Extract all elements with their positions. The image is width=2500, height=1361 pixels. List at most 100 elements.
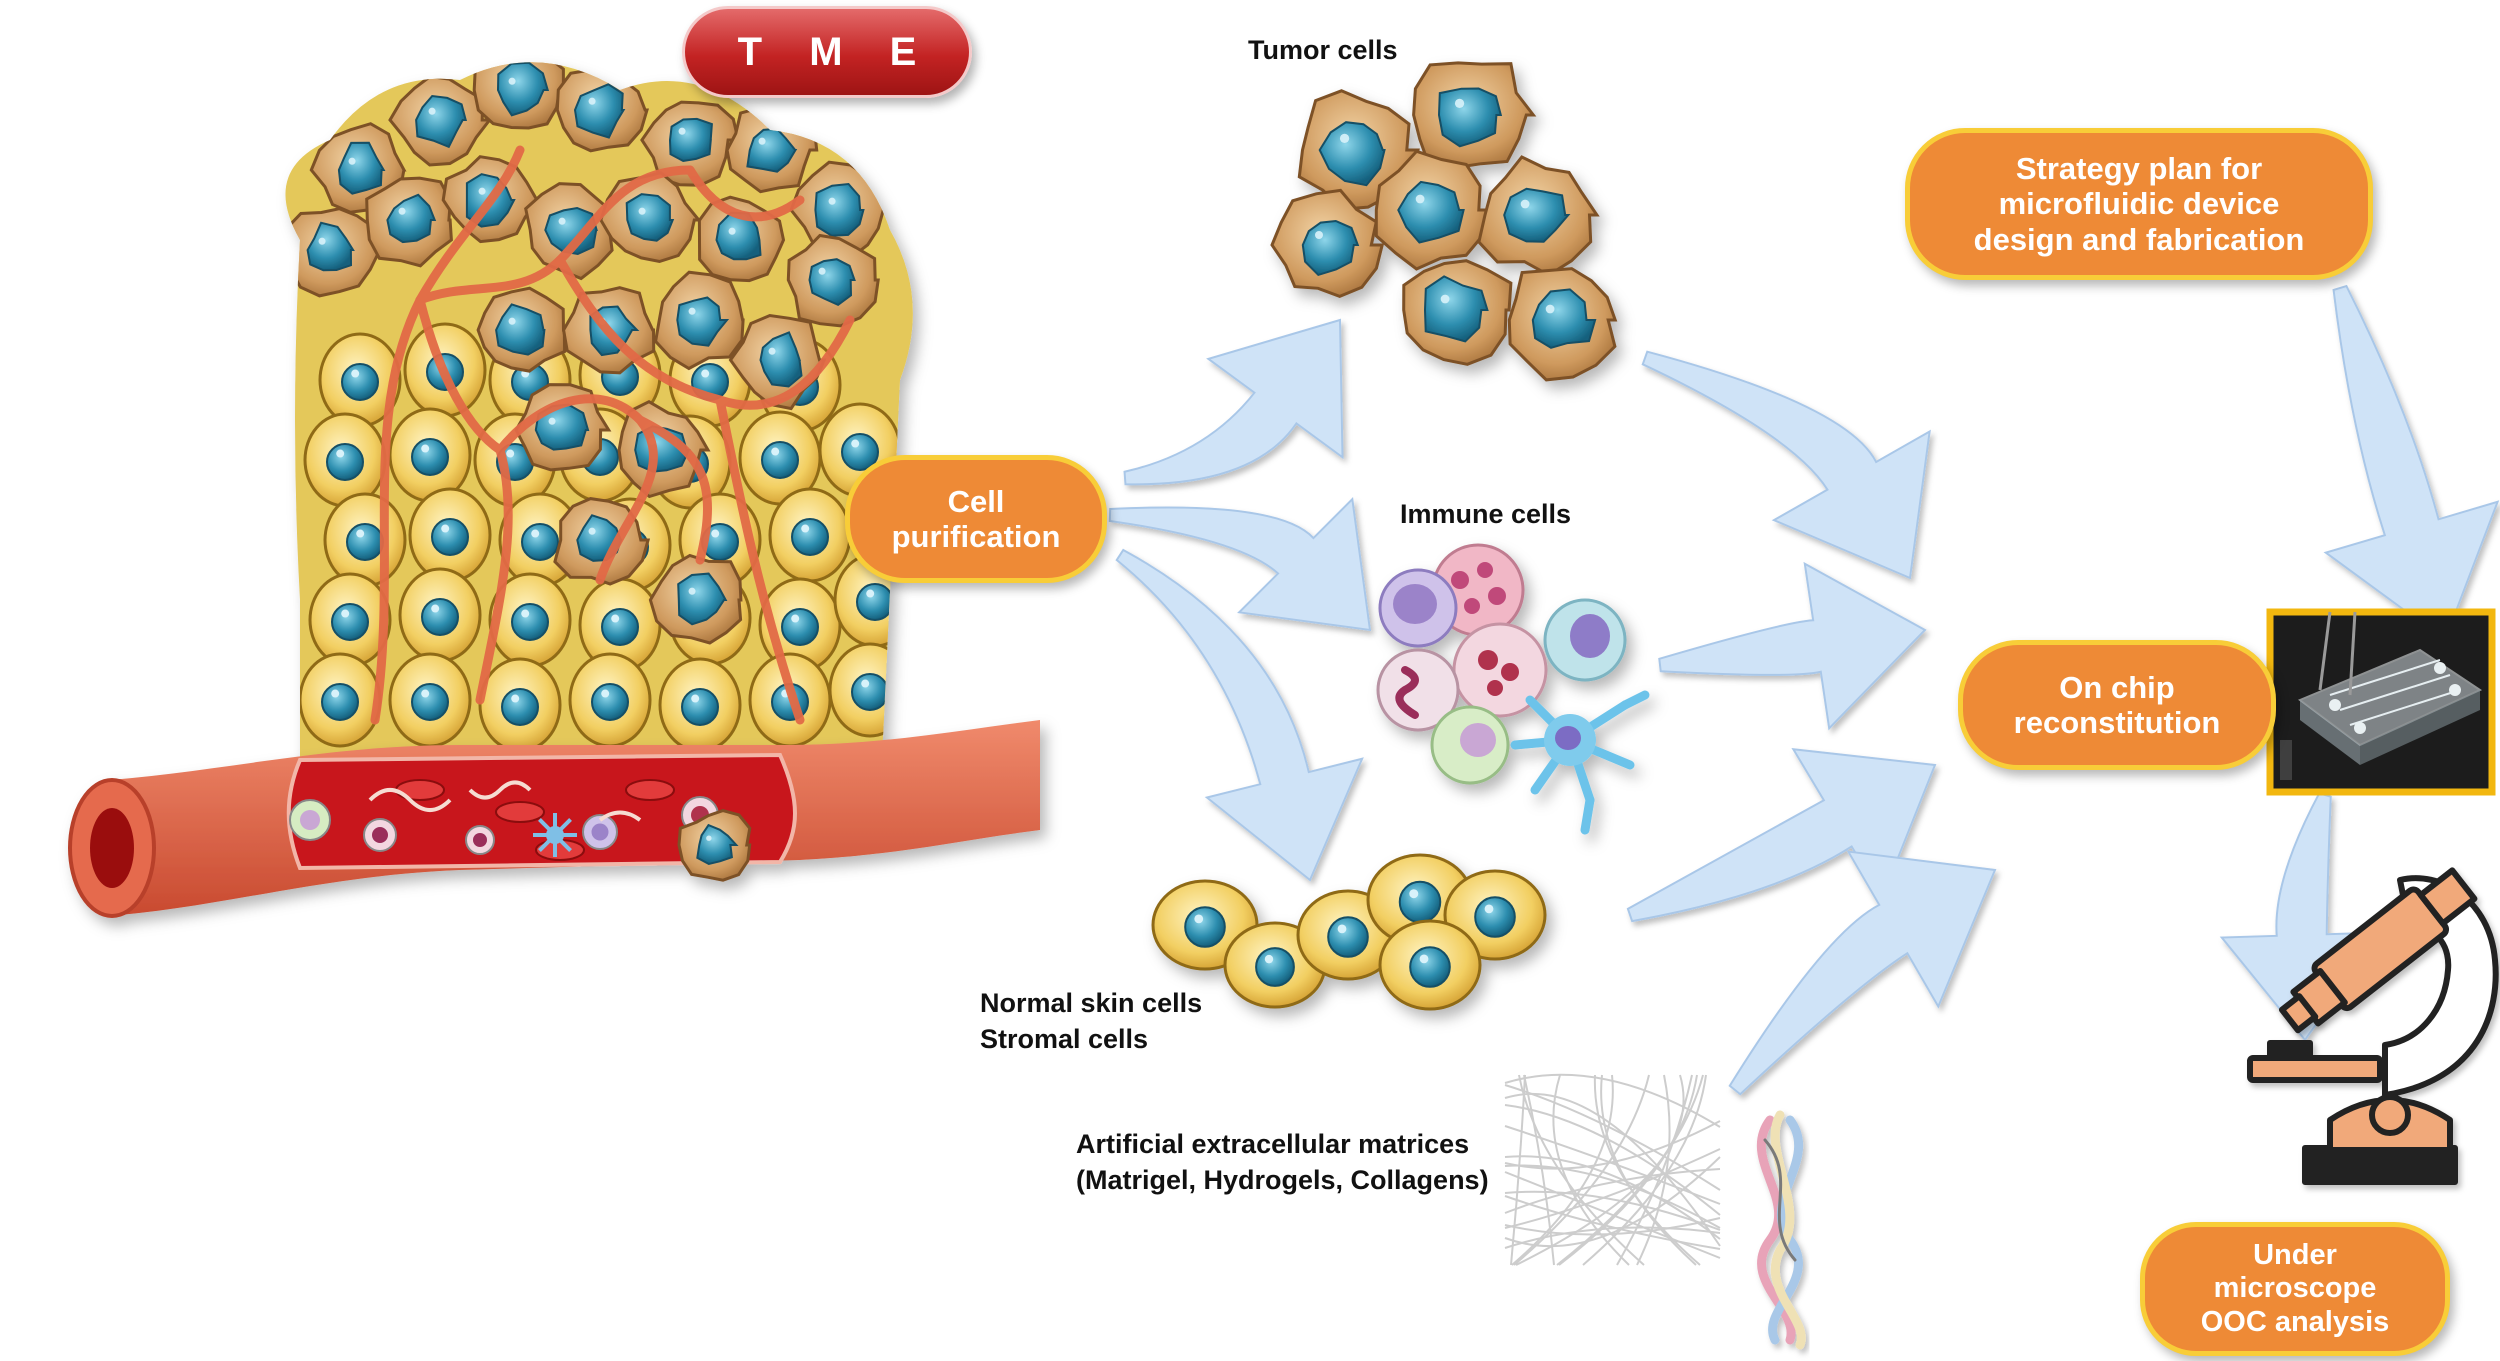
normal-cell	[768, 487, 852, 583]
mesh-fiber	[1504, 1168, 1721, 1214]
mesh-fiber	[1511, 1074, 1614, 1266]
microscope-icon	[2247, 867, 2499, 1185]
ecm-line: Artificial extracellular matrices	[1076, 1129, 1470, 1159]
vessel-immune-cell	[582, 814, 618, 850]
ecm-label: Artificial extracellular matrices (Matri…	[1076, 1126, 1489, 1199]
cell-purification-box: Cell purification	[845, 455, 1107, 583]
strategy-plan-line: microfluidic device	[1998, 186, 2280, 222]
mesh-fiber	[1504, 1190, 1721, 1231]
immune-cells-label: Immune cells	[1400, 499, 1572, 529]
normal-cell	[738, 410, 822, 506]
blood-vessel-icon	[68, 720, 1040, 918]
tumor-cell	[1270, 188, 1385, 299]
normal-cells-line: Normal skin cells	[980, 988, 1203, 1018]
flow-arrow	[1108, 497, 1372, 632]
tumor-cell	[1507, 267, 1618, 382]
vessel-immune-cell	[289, 799, 331, 841]
normal-cells-label: Normal skin cells Stromal cells	[980, 985, 1202, 1058]
tumor-cell	[653, 270, 745, 371]
on-chip-line: reconstitution	[2013, 705, 2221, 740]
flow-arrow	[1115, 548, 1364, 882]
flow-arrow	[1123, 318, 1344, 486]
mesh-fiber	[1518, 1074, 1645, 1266]
mesh-fiber	[1510, 1074, 1526, 1266]
tumor-cell	[555, 62, 650, 153]
vessel-immune-cell	[363, 818, 397, 852]
normal-cell	[388, 407, 472, 503]
normal-cells-line: Stromal cells	[980, 1024, 1149, 1055]
on-chip-box: On chip reconstitution	[1958, 640, 2276, 770]
immune-cells-icon	[1376, 543, 1650, 835]
normal-cell	[568, 652, 652, 748]
normal-cell	[828, 642, 912, 738]
cell-purification-line: Cell	[947, 483, 1005, 519]
normal-cell	[1378, 919, 1482, 1011]
tumor-cell	[640, 100, 741, 187]
mesh-fiber	[1593, 1074, 1701, 1266]
tumor-cell	[365, 176, 453, 268]
mesh-fiber	[1513, 1074, 1650, 1266]
tumor-cell	[786, 233, 880, 328]
normal-cell	[298, 652, 382, 748]
red-blood-cell	[535, 839, 585, 861]
normal-cell	[323, 492, 407, 588]
on-chip-line: On chip	[2059, 669, 2175, 705]
mesh-fiber	[1600, 1074, 1697, 1266]
normal-cell	[388, 652, 472, 748]
red-blood-cell	[495, 801, 545, 823]
normal-cell	[303, 412, 387, 508]
tumor-cell	[524, 182, 614, 281]
tumor-cells-label: Tumor cells	[1248, 35, 1398, 65]
normal-cell	[398, 567, 482, 663]
tumor-cell	[476, 286, 567, 373]
strategy-plan-box: Strategy plan for microfluidic device de…	[1905, 128, 2373, 280]
cell-purification-line: purification	[891, 519, 1061, 554]
tme-cell-cluster-icon	[285, 62, 913, 800]
flow-arrow	[2323, 284, 2500, 642]
mesh-fiber	[1636, 1074, 1671, 1266]
strategy-plan-line: Strategy plan for	[2015, 151, 2263, 186]
red-blood-cell	[625, 779, 675, 801]
tumor-vasculature-icon	[370, 145, 855, 725]
tumor-cells-icon	[1270, 61, 1618, 382]
tumor-cell	[677, 809, 752, 882]
tme-badge: T M E	[682, 6, 972, 98]
microfluidic-chip-icon	[2266, 608, 2496, 796]
tumor-cell	[1402, 259, 1513, 366]
tumor-cell	[1477, 155, 1600, 277]
mesh-fiber	[1552, 1074, 1630, 1266]
mesh-fiber	[1504, 1148, 1721, 1229]
mesh-fiber	[1523, 1074, 1555, 1266]
flow-arrow	[1626, 748, 1937, 923]
ecm-line: (Matrigel, Hydrogels, Collagens)	[1076, 1165, 1489, 1196]
normal-cell	[488, 572, 572, 668]
normal-cell	[318, 332, 402, 428]
normal-cell	[658, 657, 742, 753]
mesh-fiber	[1504, 1120, 1721, 1170]
microscope-analysis-box: Under microscope OOC analysis	[2140, 1222, 2450, 1356]
mesh-fiber	[1616, 1074, 1693, 1266]
vessel-immune-cell	[465, 825, 495, 855]
microscope-analysis-line: Under	[2253, 1239, 2337, 1272]
mesh-fiber	[1504, 1155, 1721, 1240]
tumor-cell	[1374, 149, 1492, 271]
mesh-fiber	[1504, 1217, 1721, 1236]
microscope-analysis-line: OOC analysis	[2200, 1305, 2390, 1338]
tumor-cell	[648, 553, 743, 645]
fiber-mesh-icon	[1504, 1073, 1721, 1266]
mesh-fiber	[1504, 1093, 1721, 1247]
tumor-cell	[472, 62, 565, 130]
microscope-analysis-line: microscope	[2213, 1272, 2377, 1305]
mesh-fiber	[1515, 1074, 1685, 1266]
normal-cells-icon	[1151, 853, 1547, 1011]
mesh-fiber	[1504, 1164, 1721, 1229]
tumor-cell	[1412, 61, 1537, 169]
flow-arrow	[1658, 561, 1927, 731]
strategy-plan-line: design and fabrication	[1973, 221, 2305, 257]
red-blood-cell	[395, 779, 445, 801]
flow-arrow	[1728, 850, 1997, 1096]
mesh-fiber	[1558, 1074, 1698, 1266]
normal-cell	[478, 657, 562, 753]
flow-arrow	[1641, 350, 1931, 580]
